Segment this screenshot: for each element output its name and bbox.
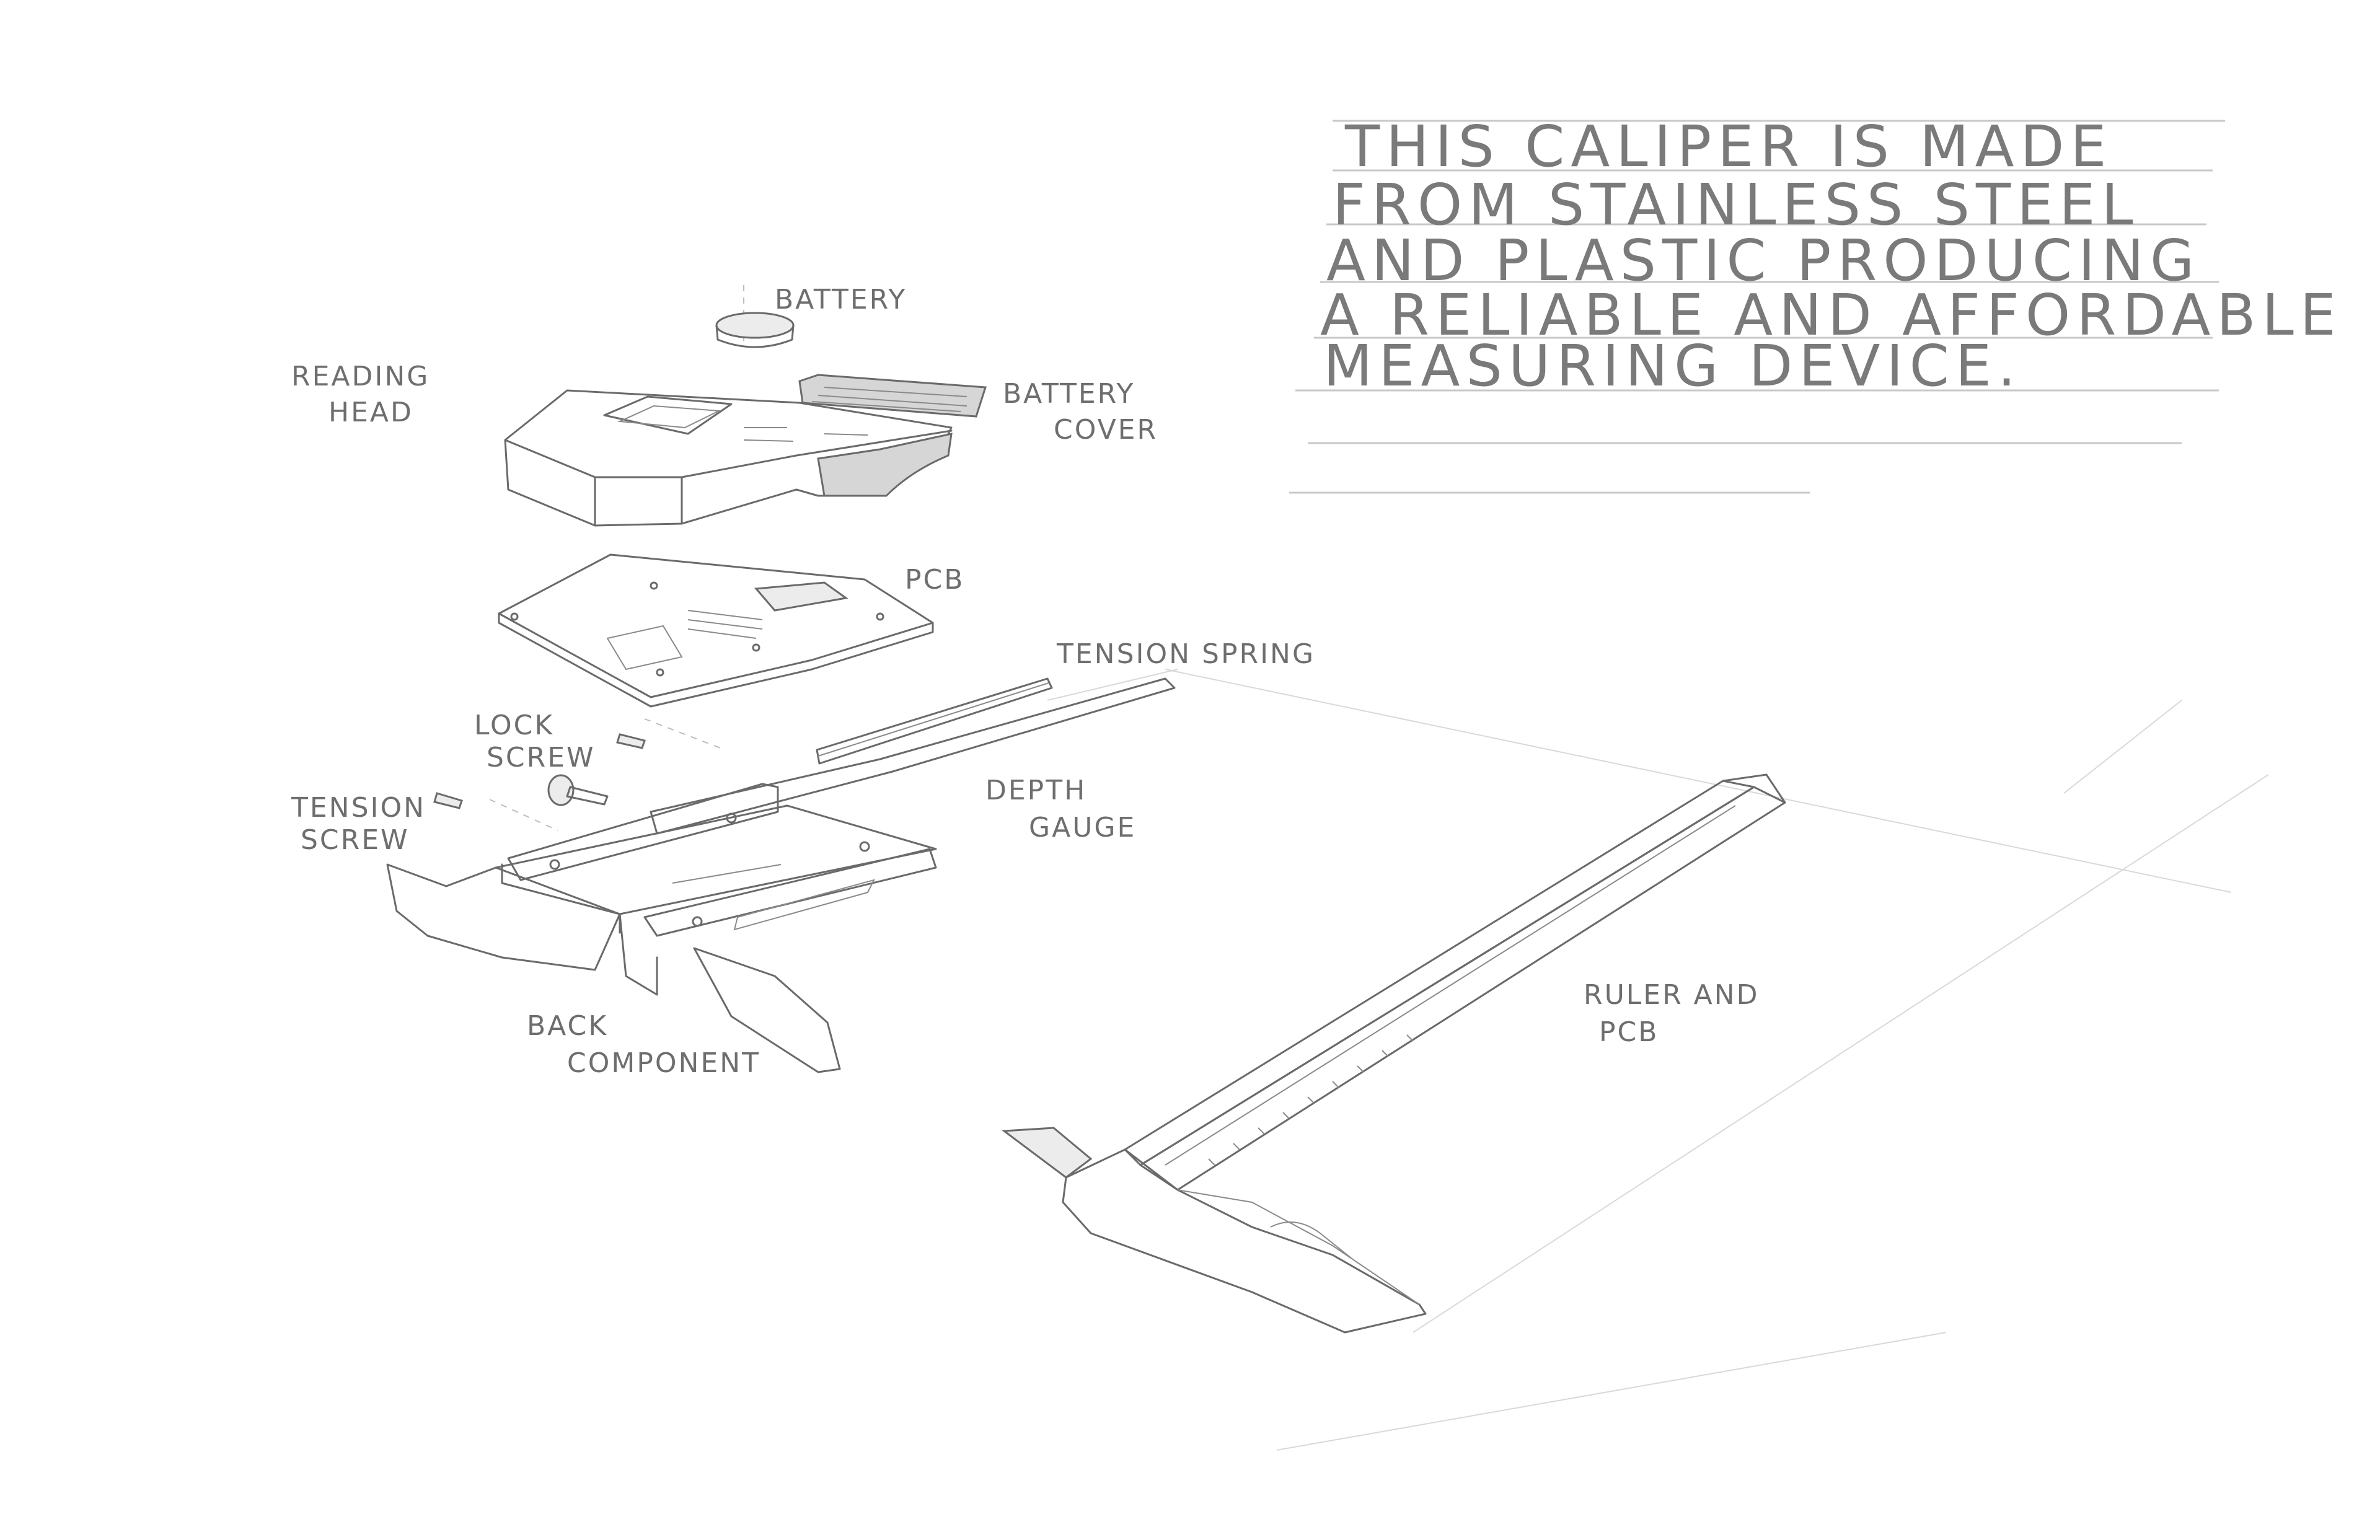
part-labels: BATTERY READING HEAD BATTERY COVER PCB T… [291,284,1760,1079]
label-tension-spring: TENSION SPRING [1056,638,1315,670]
tension-spring-part [816,677,1053,765]
description-line-4: A RELIABLE AND AFFORDABLE [1320,282,2342,348]
description-line-5: MEASURING DEVICE. [1323,333,2022,399]
label-ruler-pcb-2: PCB [1599,1016,1659,1048]
ruler-part [1001,773,1786,1334]
label-lock-screw-2: SCREW [487,742,596,773]
label-tension-screw-2: SCREW [301,824,410,856]
battery-part [715,312,795,348]
screws [433,733,646,809]
label-lock-screw-1: LOCK [474,710,554,741]
label-back-component-1: BACK [527,1010,608,1042]
description-line-1: THIS CALIPER IS MADE [1344,113,2113,180]
description-line-2: FROM STAINLESS STEEL [1333,172,2140,238]
label-depth-gauge-1: DEPTH [985,775,1086,806]
label-battery: BATTERY [775,284,907,315]
label-pcb: PCB [905,564,964,596]
label-tension-screw-1: TENSION [291,792,426,824]
battery-cover-part [798,374,987,418]
label-reading-head-1: READING [291,361,430,392]
label-battery-cover-1: BATTERY [1003,378,1135,410]
label-ruler-pcb-1: RULER AND [1584,979,1760,1011]
back-component-part [386,677,1176,1073]
label-battery-cover-2: COVER [1054,414,1158,446]
label-back-component-2: COMPONENT [567,1047,760,1079]
pcb-part [498,553,934,708]
label-reading-head-2: HEAD [328,397,413,428]
reading-head-part [504,389,953,527]
perspective-guides [489,285,2269,1451]
label-depth-gauge-2: GAUGE [1029,812,1136,843]
description-block: THIS CALIPER IS MADE FROM STAINLESS STEE… [1289,113,2342,494]
description-line-3: AND PLASTIC PRODUCING [1326,227,2200,294]
